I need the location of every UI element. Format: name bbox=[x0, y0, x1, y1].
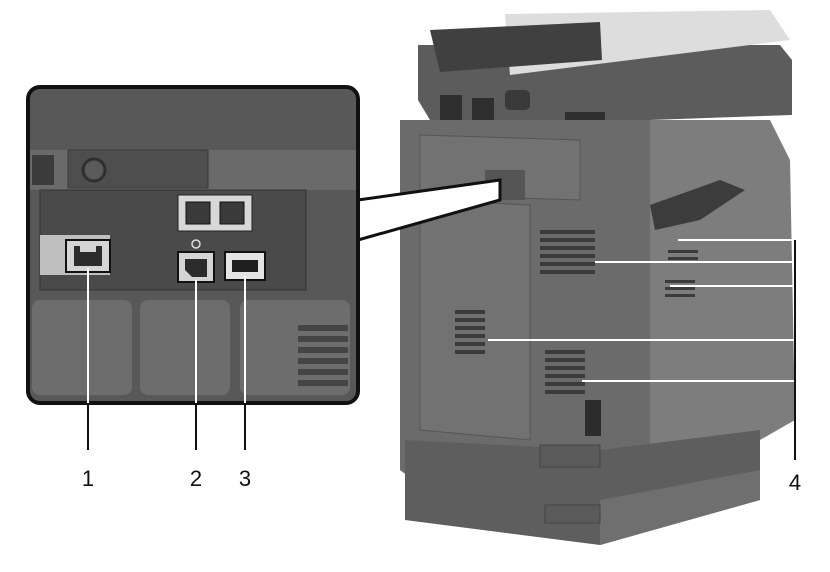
ethernet-port bbox=[65, 239, 111, 273]
usb-a-port bbox=[224, 251, 266, 281]
callout-1-label: 1 bbox=[82, 466, 94, 491]
callout-2-label: 2 bbox=[190, 466, 202, 491]
callout-3-label: 3 bbox=[239, 466, 251, 491]
leader-lines bbox=[87, 239, 796, 460]
port-inset bbox=[26, 85, 360, 405]
callout-4-label: 4 bbox=[789, 470, 801, 495]
printer-illustration bbox=[400, 10, 795, 545]
